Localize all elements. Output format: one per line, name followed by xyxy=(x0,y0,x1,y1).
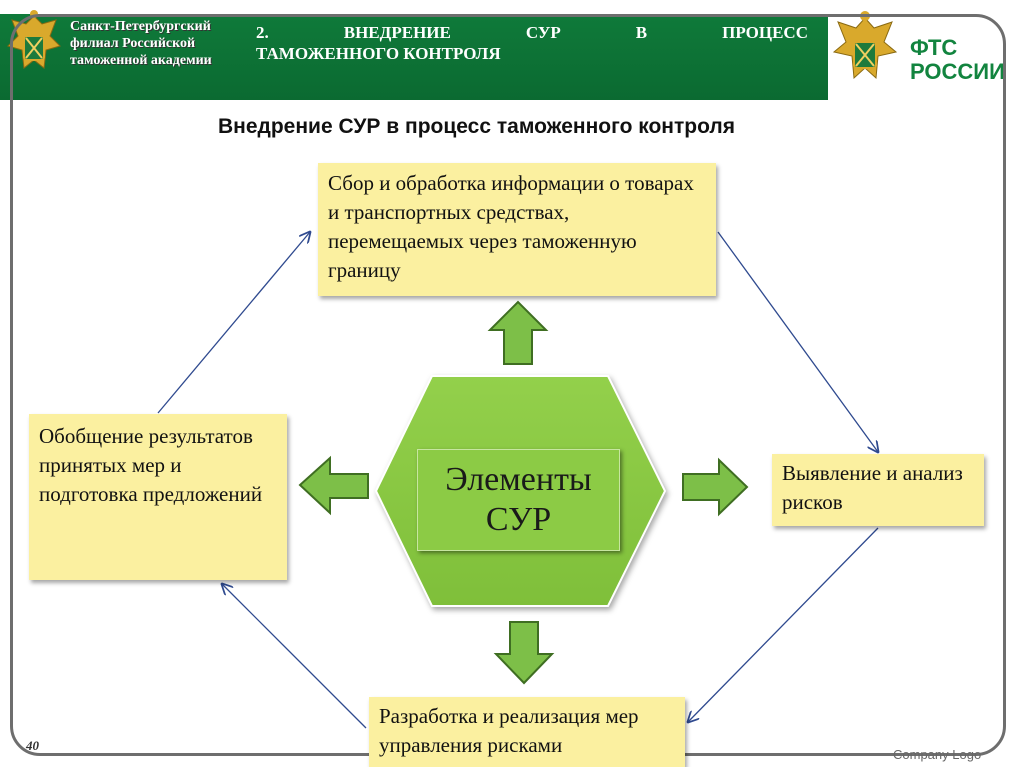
eagle-emblem-icon xyxy=(7,10,61,69)
title-word: ПРОЦЕСС xyxy=(722,23,808,42)
box-results-summary: Обобщение результатов принятых мер и под… xyxy=(29,414,287,580)
connector-bottom-to-left xyxy=(222,584,367,729)
fts-logo-line1: ФТС xyxy=(910,35,958,60)
arrow-right-icon xyxy=(682,457,749,517)
title-word: В xyxy=(635,23,648,42)
fts-logo-text: ФТС РОССИИ xyxy=(910,36,1005,84)
slide-title-line1: 2. ВНЕДРЕНИЕ СУР В ПРОЦЕСС xyxy=(256,22,808,43)
page-number: 40 xyxy=(26,738,39,753)
fts-logo-line2: РОССИИ xyxy=(910,59,1005,84)
box-risk-analysis: Выявление и анализ рисков xyxy=(772,454,984,526)
title-word: ВНЕДРЕНИЕ xyxy=(343,23,451,42)
academy-name: Санкт-Петербургский филиал Российской та… xyxy=(70,19,212,68)
slide-title-line2: ТАМОЖЕННОГО КОНТРОЛЯ xyxy=(256,44,501,63)
header-top-stripe xyxy=(0,0,1024,14)
box-information-collection: Сбор и обработка информации о товарах и … xyxy=(318,163,716,296)
connector-left-to-top xyxy=(157,232,310,414)
title-word: СУР xyxy=(525,23,561,42)
center-label: Элементы СУР xyxy=(417,449,620,551)
diagram-heading: Внедрение СУР в процесс таможенного конт… xyxy=(218,115,736,138)
connector-top-to-right xyxy=(717,231,878,452)
company-logo-text: Company Logo xyxy=(893,747,982,762)
connector-right-to-bottom xyxy=(688,527,879,722)
slide-title: 2. ВНЕДРЕНИЕ СУР В ПРОЦЕСС ТАМОЖЕННОГО К… xyxy=(256,22,808,64)
arrow-down-icon xyxy=(493,621,555,685)
arrow-left-icon xyxy=(298,455,369,516)
title-word: 2. xyxy=(256,23,269,42)
arrow-up-icon xyxy=(487,300,549,365)
box-risk-measures: Разработка и реализация мер управления р… xyxy=(369,697,685,767)
